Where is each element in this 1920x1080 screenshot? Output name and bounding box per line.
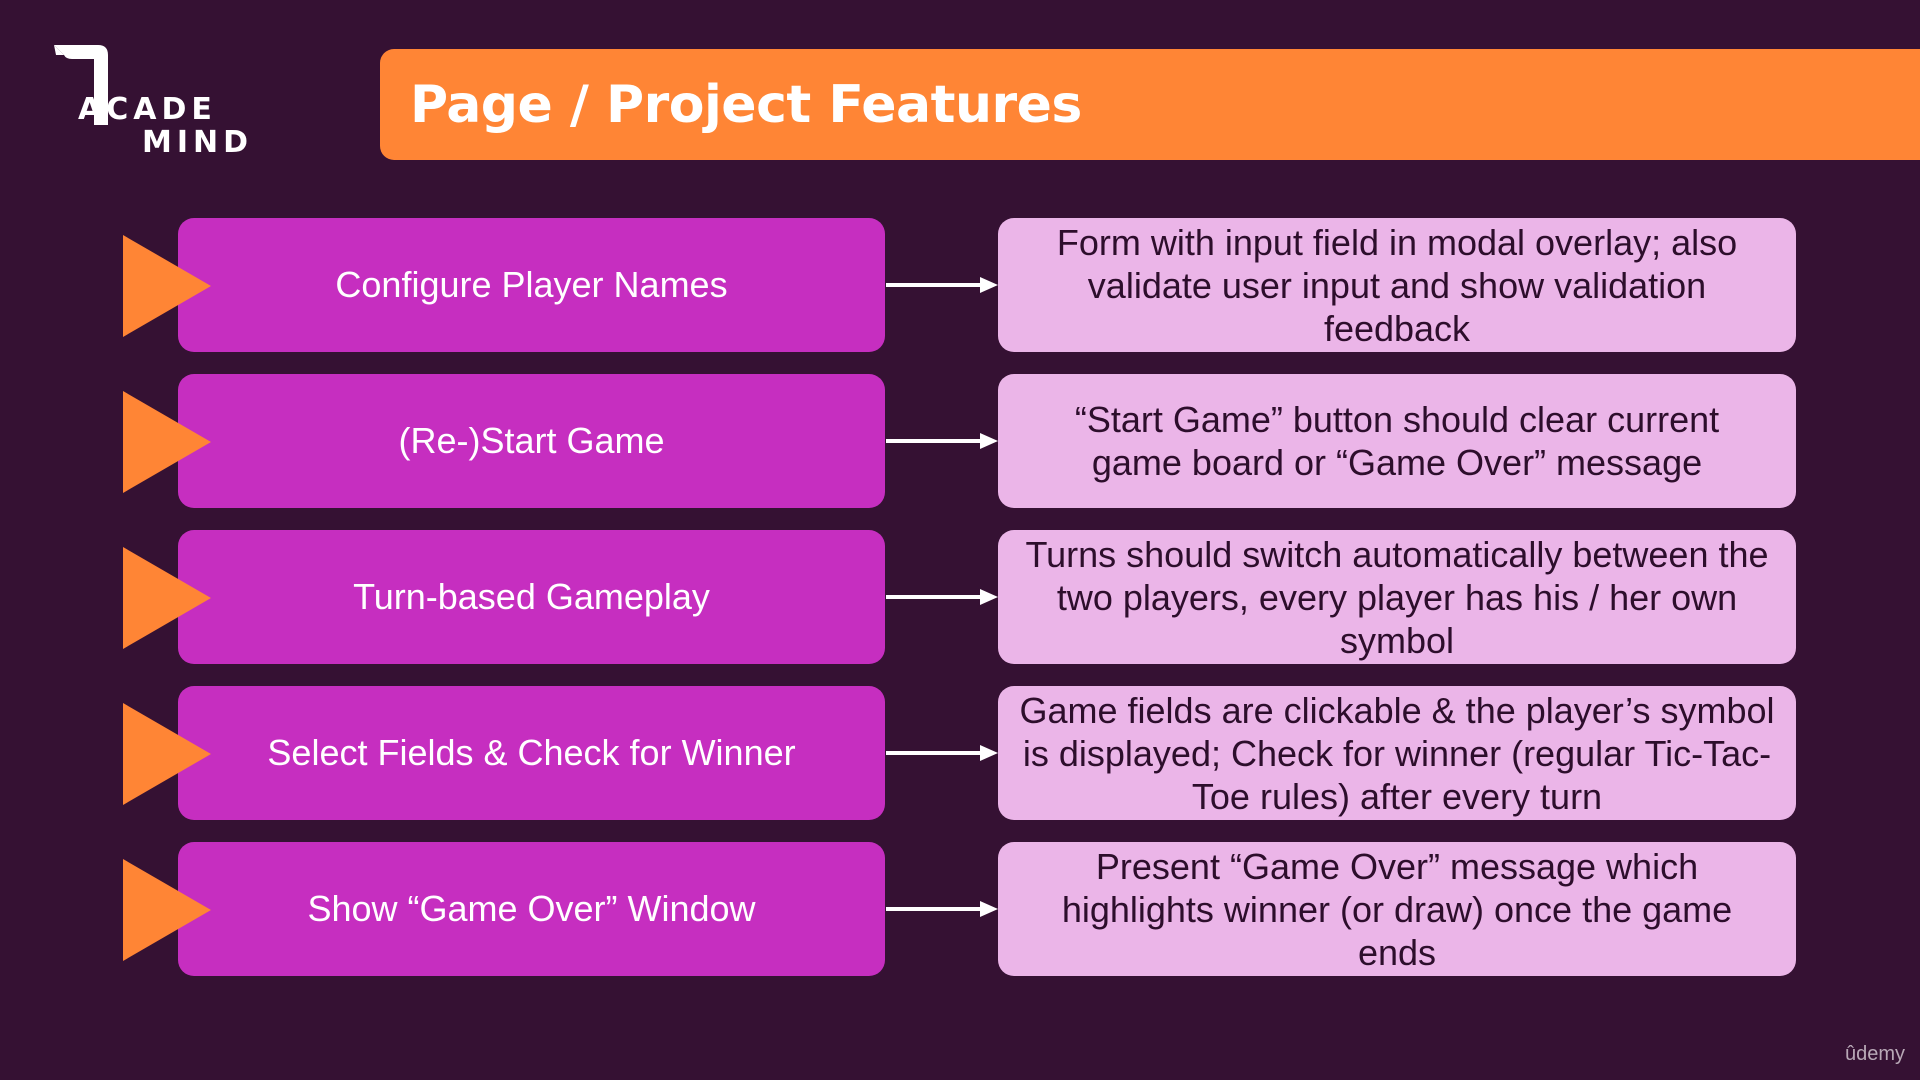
feature-box: Turn-based Gameplay [178, 530, 885, 664]
feature-label: Turn-based Gameplay [353, 576, 710, 617]
play-triangle-icon [123, 235, 211, 337]
feature-box: Configure Player Names [178, 218, 885, 352]
feature-box: (Re-)Start Game [178, 374, 885, 508]
description-box: Game fields are clickable & the player’s… [998, 686, 1796, 820]
play-triangle-icon [123, 703, 211, 805]
academind-logo-icon [54, 45, 108, 125]
feature-row: Configure Player Names Form with input f… [0, 218, 1920, 352]
udemy-watermark: ûdemy [1844, 1043, 1905, 1065]
feature-label: Configure Player Names [335, 264, 728, 305]
feature-box: Show “Game Over” Window [178, 842, 885, 976]
arrow-right-icon [886, 745, 998, 761]
title-banner: Page / Project Features [380, 49, 1920, 160]
arrow-right-icon [886, 901, 998, 917]
play-triangle-icon [123, 859, 211, 961]
feature-box: Select Fields & Check for Winner [178, 686, 885, 820]
feature-row: Turn-based Gameplay Turns should switch … [0, 530, 1920, 664]
arrow-right-icon [886, 433, 998, 449]
feature-description: Form with input field in modal overlay; … [1056, 221, 1738, 349]
description-box: Form with input field in modal overlay; … [998, 218, 1796, 352]
arrow-right-icon [886, 277, 998, 293]
feature-description: “Start Game” button should clear current… [1074, 399, 1720, 483]
logo-text-line1: ACADE [78, 92, 217, 127]
feature-row: Show “Game Over” Window Present “Game Ov… [0, 842, 1920, 976]
feature-description: Turns should switch automatically betwee… [1025, 533, 1769, 661]
description-box: Turns should switch automatically betwee… [998, 530, 1796, 664]
arrow-right-icon [886, 589, 998, 605]
feature-row: (Re-)Start Game “Start Game” button shou… [0, 374, 1920, 508]
play-triangle-icon [123, 547, 211, 649]
description-box: Present “Game Over” message which highli… [998, 842, 1796, 976]
play-triangle-icon [123, 391, 211, 493]
description-box: “Start Game” button should clear current… [998, 374, 1796, 508]
feature-label: Select Fields & Check for Winner [267, 732, 796, 773]
academind-logo: ACADE MIND [52, 45, 252, 160]
logo-text-line2: MIND [142, 125, 254, 160]
feature-row: Select Fields & Check for Winner Game fi… [0, 686, 1920, 820]
feature-label: Show “Game Over” Window [307, 888, 756, 929]
feature-description: Game fields are clickable & the player’s… [1019, 689, 1775, 817]
feature-label: (Re-)Start Game [398, 420, 665, 461]
page-title: Page / Project Features [410, 74, 1082, 135]
feature-description: Present “Game Over” message which highli… [1061, 845, 1733, 973]
